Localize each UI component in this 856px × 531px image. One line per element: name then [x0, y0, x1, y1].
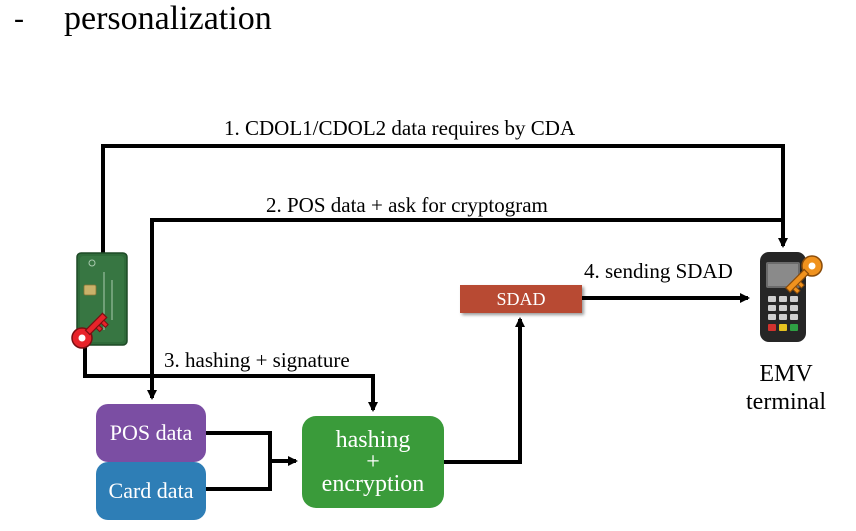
sdad-box: SDAD — [460, 285, 582, 313]
pos-terminal-icon — [760, 252, 806, 342]
hashing-encryption-box: hashing + encryption — [302, 416, 444, 508]
plus-label: + — [366, 449, 380, 475]
terminal-label-line2: terminal — [746, 389, 826, 415]
pos-data-box: POS data — [96, 404, 206, 462]
merge-line-pos — [206, 431, 272, 491]
key-icon — [71, 312, 109, 349]
flow-line-step1 — [101, 144, 788, 253]
page-title: personalization — [64, 0, 272, 37]
terminal-label-line1: EMV — [759, 361, 813, 387]
terminal-label: EMV terminal — [735, 360, 837, 416]
flow-line-to-sdad — [444, 317, 525, 464]
hashing-label: hashing — [335, 427, 411, 453]
encryption-label: encryption — [321, 471, 425, 497]
flow-label-step2: 2. POS data + ask for cryptogram — [266, 193, 548, 217]
flow-label-step1: 1. CDOL1/CDOL2 data requires by CDA — [224, 116, 576, 140]
bullet-dash: - — [14, 2, 24, 35]
flow-label-step3: 3. hashing + signature — [164, 348, 350, 372]
key-icon — [784, 255, 823, 295]
card-data-box: Card data — [96, 462, 206, 520]
smart-card-icon — [76, 252, 128, 346]
flow-line-step3 — [83, 340, 378, 412]
flow-label-step4: 4. sending SDAD — [584, 259, 733, 283]
flow-line-step2 — [147, 218, 783, 400]
